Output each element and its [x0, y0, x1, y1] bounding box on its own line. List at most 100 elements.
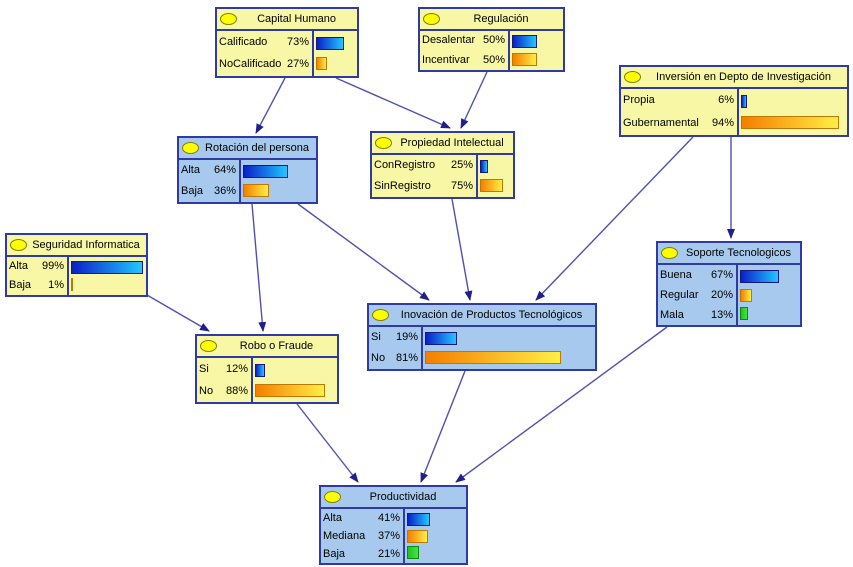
node-title-bar: Robo o Fraude [197, 336, 337, 358]
state-probability: 41% [377, 511, 400, 524]
state-probability: 21% [377, 547, 400, 560]
node-title: Regulación [473, 13, 529, 25]
edge-soporte-tecnologicos--productividad[interactable] [455, 326, 668, 483]
edge-inovacion-productos-tecnologicos--productividad[interactable] [420, 370, 466, 483]
probability-bar [512, 52, 537, 66]
state-name: Alta [181, 164, 200, 176]
probability-bars-column [253, 358, 337, 402]
state-probability: 13% [710, 308, 733, 321]
node-title: Propiedad Intelectual [400, 137, 504, 149]
edge-capital-humano--rotacion-del-persona[interactable] [255, 77, 286, 134]
bar-row [243, 181, 314, 200]
node-oval-icon [661, 247, 678, 259]
bar-row [512, 51, 561, 69]
probability-bars-column [739, 89, 847, 135]
edge-capital-humano--propiedad-intelectual[interactable] [335, 77, 451, 129]
bar-row [316, 33, 355, 54]
state-probability: 25% [450, 159, 473, 171]
state-probability: 99% [41, 260, 64, 272]
state-probability: 27% [286, 58, 309, 71]
bar-row [425, 348, 593, 367]
node-title-bar: Capital Humano [217, 9, 357, 31]
state-probability: 20% [710, 288, 733, 301]
edge-robo-o-fraude--productividad[interactable] [296, 403, 359, 483]
state-name: Calificado [219, 35, 268, 48]
node-oval-icon [220, 13, 237, 25]
state-name: NoCalificado [219, 58, 282, 71]
node-title-bar: Productividad [321, 487, 466, 509]
probability-bars-column [405, 509, 466, 563]
state-name: Baja [181, 185, 204, 197]
state-name: Si [199, 362, 209, 375]
state-name: Gubernamental [623, 117, 699, 129]
edge-rotacion-del-persona--inovacion-productos-tecnologicos[interactable] [297, 203, 430, 301]
probability-bar [512, 35, 537, 49]
probability-bars-column [738, 265, 800, 325]
node-oval-icon [372, 309, 389, 321]
node-title-bar: Propiedad Intelectual [372, 133, 513, 155]
probability-bar [741, 95, 748, 108]
state-name: No [371, 352, 386, 364]
bar-row [243, 162, 314, 181]
probability-bar [407, 546, 419, 560]
node-title-bar: Rotación del persona [179, 138, 316, 160]
edge-seguridad-informatica--robo-o-fraude[interactable] [146, 294, 210, 332]
node-oval-icon [182, 142, 199, 154]
bar-row [740, 286, 798, 305]
bar-row [740, 304, 798, 323]
probability-bar [480, 179, 504, 192]
edge-inversion-depto-investigacion--inovacion-productos-tecnologicos[interactable] [535, 136, 694, 301]
state-probability: 64% [213, 164, 236, 176]
node-oval-icon [375, 137, 392, 149]
edge-propiedad-intelectual--inovacion-productos-tecnologicos[interactable] [451, 198, 473, 301]
state-probability: 88% [225, 384, 248, 397]
bar-row [255, 360, 335, 380]
node-title: Inovación de Productos Tecnológicos [400, 309, 583, 321]
state-name: Alta [9, 260, 28, 272]
bar-row [407, 528, 464, 545]
edge-regulacion--propiedad-intelectual[interactable] [460, 71, 488, 129]
state-probability: 75% [450, 180, 473, 192]
state-name: Desalentar [422, 34, 476, 47]
node-title: Seguridad Informatica [32, 239, 140, 251]
probability-bar [741, 116, 839, 129]
node-title-bar: Seguridad Informatica [7, 235, 146, 257]
bar-row [512, 33, 561, 51]
state-probability: 6% [718, 94, 734, 106]
node-title: Soporte Tecnologicos [686, 247, 791, 259]
probability-bar [425, 332, 457, 345]
state-name: SinRegistro [374, 180, 431, 192]
probability-bar [740, 307, 748, 321]
edge-rotacion-del-persona--robo-o-fraude[interactable] [251, 203, 267, 332]
